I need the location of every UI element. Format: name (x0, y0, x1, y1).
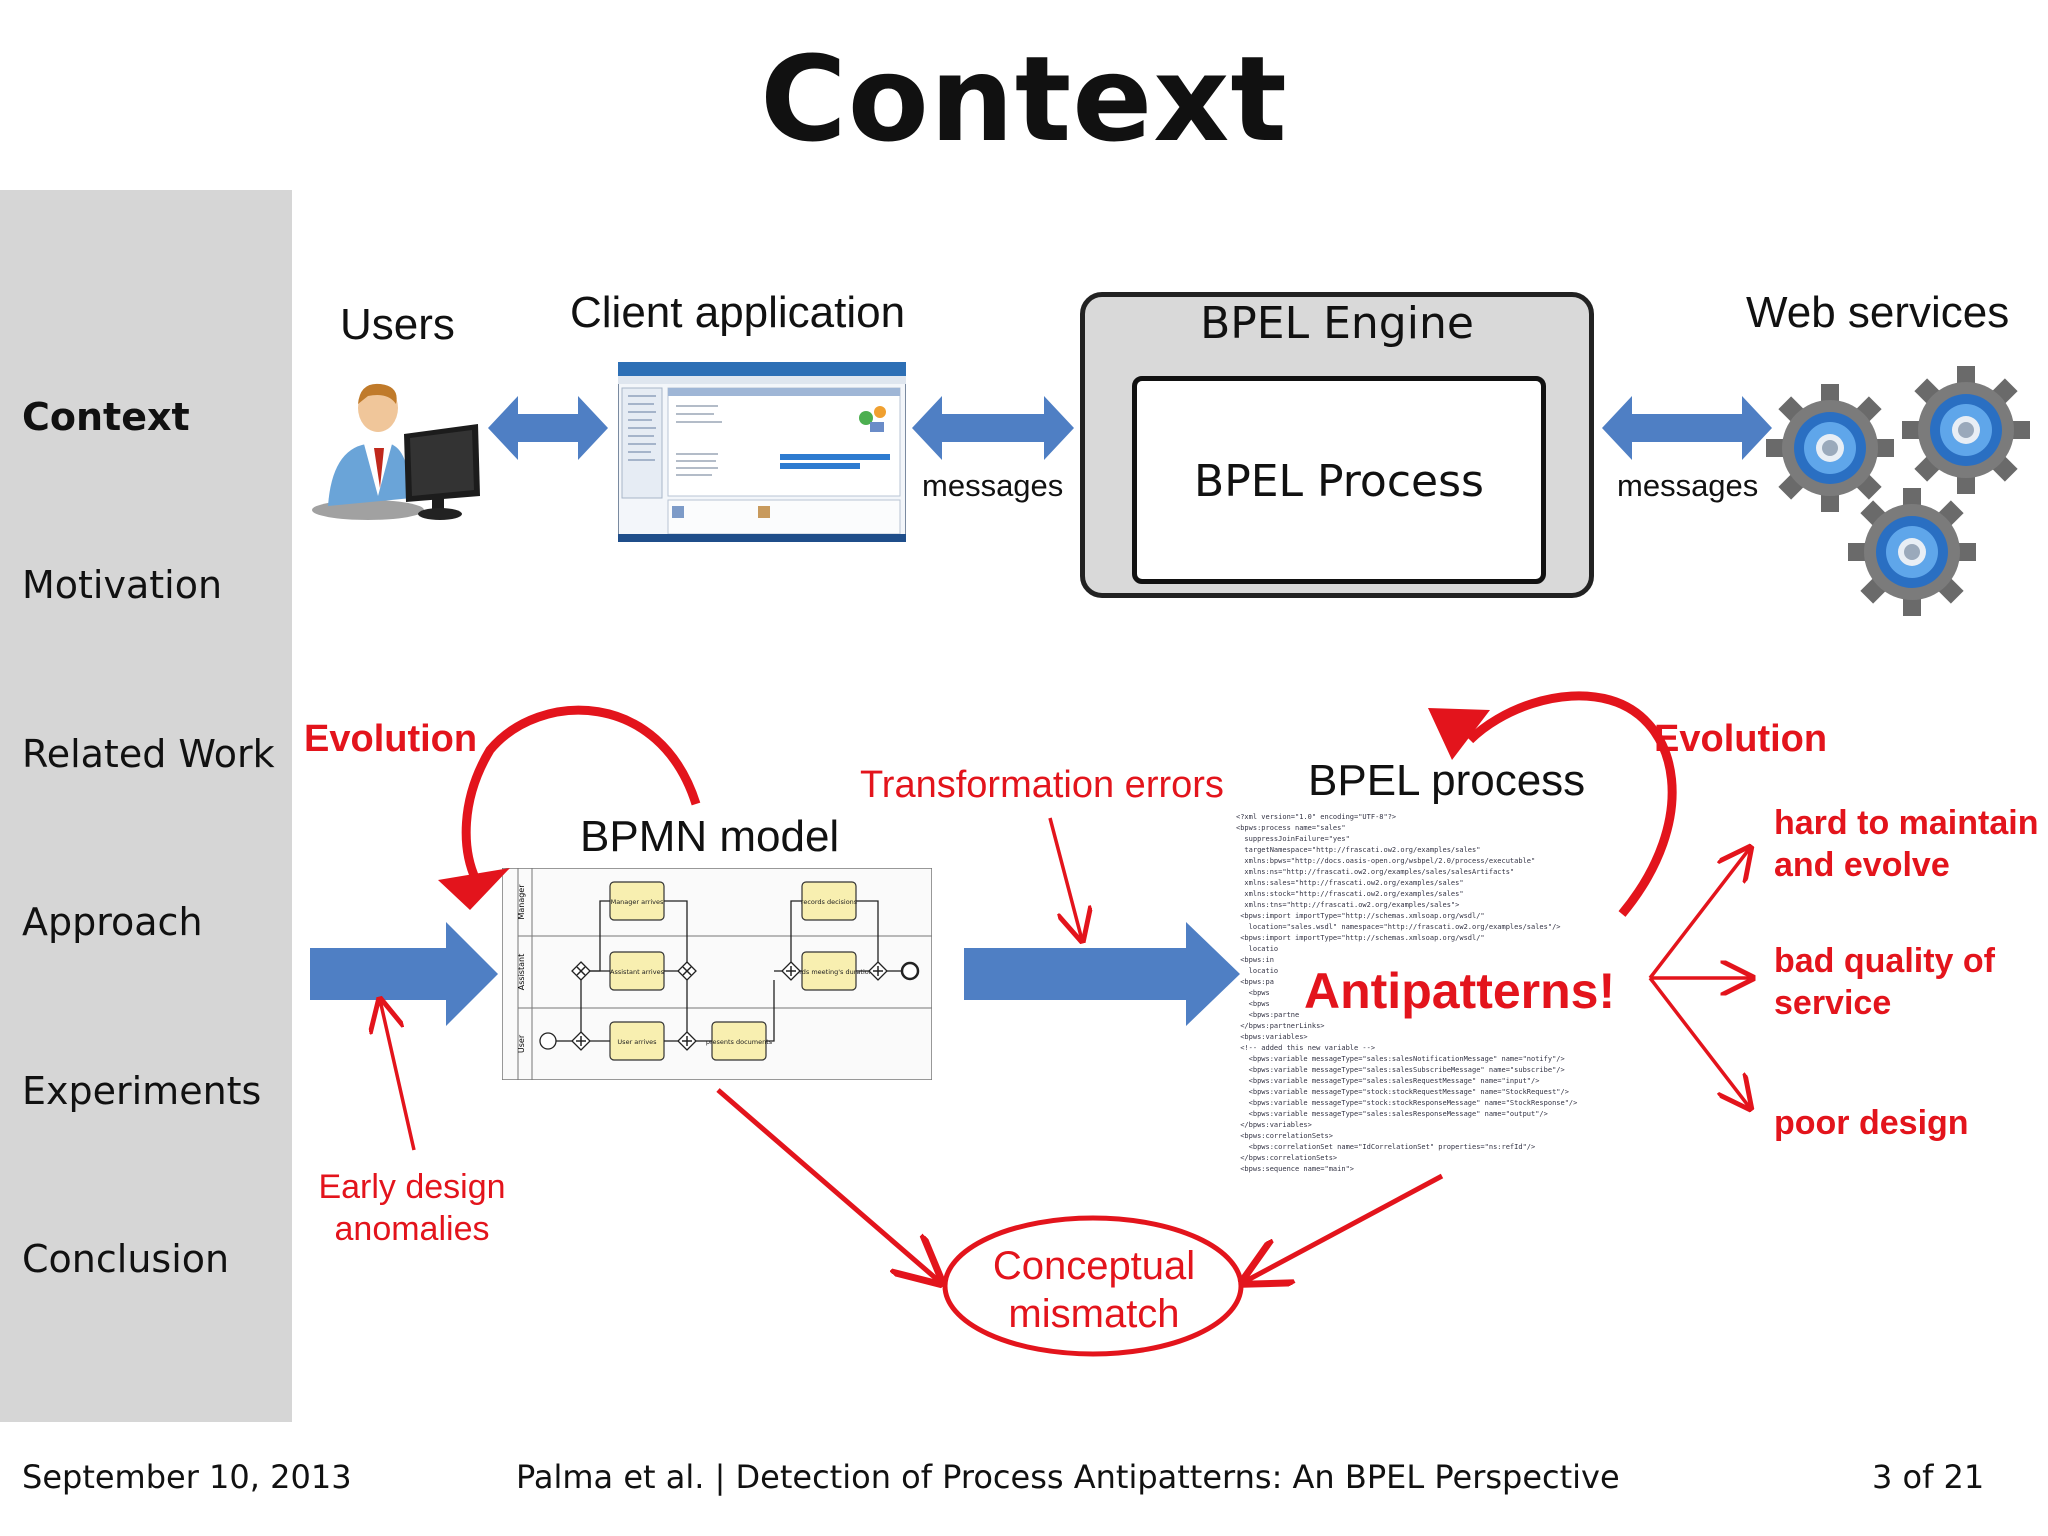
red-annotation-arrows (380, 817, 1752, 1282)
bpmn-task-records-duration: records meeting's duration (785, 968, 873, 976)
footer-page-number: 3 of 21 (1872, 1458, 1985, 1496)
bpmn-task-user-arrives: User arrives (617, 1038, 657, 1046)
messages-label-right: messages (1617, 468, 1759, 503)
bpel-code-listing: <?xml version="1.0" encoding="UTF-8"?> <… (1236, 813, 1578, 1173)
evolution-label-right: Evolution (1654, 718, 1828, 760)
antipatterns-label: Antipatterns! (1300, 962, 1620, 1020)
effect-hard-to-maintain-line2: and evolve (1774, 846, 1950, 884)
sidebar-item-context[interactable]: Context (22, 395, 190, 439)
conceptual-mismatch-line2: mismatch (1008, 1292, 1180, 1336)
sidebar-item-conclusion[interactable]: Conclusion (22, 1237, 230, 1281)
sidebar-item-approach[interactable]: Approach (22, 900, 203, 944)
bpmn-lane-user: User (517, 1034, 526, 1053)
evolution-label-left: Evolution (304, 718, 478, 760)
bpmn-task-presents-documents: presents documents (706, 1038, 773, 1046)
client-application-label: Client application (570, 288, 906, 337)
footer-date: September 10, 2013 (22, 1458, 352, 1496)
client-application-screenshot (618, 362, 906, 542)
bpel-process-label: BPEL Process (1194, 456, 1484, 507)
early-design-label-line2: anomalies (334, 1210, 490, 1248)
effect-hard-to-maintain-line1: hard to maintain (1774, 804, 2039, 842)
sidebar: Context Motivation Related Work Approach… (0, 190, 292, 1422)
blue-double-arrows (488, 396, 1772, 460)
bpmn-task-manager-arrives: Manager arrives (611, 898, 664, 906)
effect-bad-quality-line1: bad quality of (1774, 942, 1995, 980)
bpmn-task-assistant-arrives: Assistant arrives (610, 968, 665, 976)
messages-label-left: messages (922, 468, 1064, 503)
user-at-computer-icon (312, 383, 480, 520)
bpel-process-box (1132, 376, 1546, 584)
effect-poor-design: poor design (1774, 1104, 1969, 1142)
web-services-label: Web services (1746, 288, 2010, 337)
bpmn-model-label: BPMN model (580, 812, 840, 861)
bpmn-lane-assistant: Assistant (517, 954, 526, 990)
transformation-errors-label: Transformation errors (860, 764, 1224, 806)
effect-bad-quality-line2: service (1774, 984, 1892, 1022)
bpmn-model-diagram: Manager Assistant User Manager arrives A… (502, 868, 932, 1080)
footer-title: Palma et al. | Detection of Process Anti… (516, 1458, 1620, 1496)
users-label: Users (340, 300, 455, 349)
sidebar-item-experiments[interactable]: Experiments (22, 1069, 262, 1113)
bpel-process-code-label: BPEL process (1308, 756, 1586, 805)
bpel-engine-label: BPEL Engine (1200, 298, 1474, 349)
red-evolution-arrows (438, 691, 1677, 917)
conceptual-mismatch-line1: Conceptual (992, 1244, 1196, 1288)
sidebar-item-related-work[interactable]: Related Work (22, 732, 275, 776)
sidebar-item-motivation[interactable]: Motivation (22, 563, 223, 607)
slide-title: Context (760, 30, 1288, 168)
conceptual-mismatch-ellipse (942, 1215, 1244, 1357)
bpmn-task-records-decisions: records decisions (801, 898, 858, 906)
early-design-label-line1: Early design (318, 1168, 506, 1206)
blue-flow-arrows (310, 922, 1240, 1026)
bpmn-lane-manager: Manager (517, 884, 526, 920)
